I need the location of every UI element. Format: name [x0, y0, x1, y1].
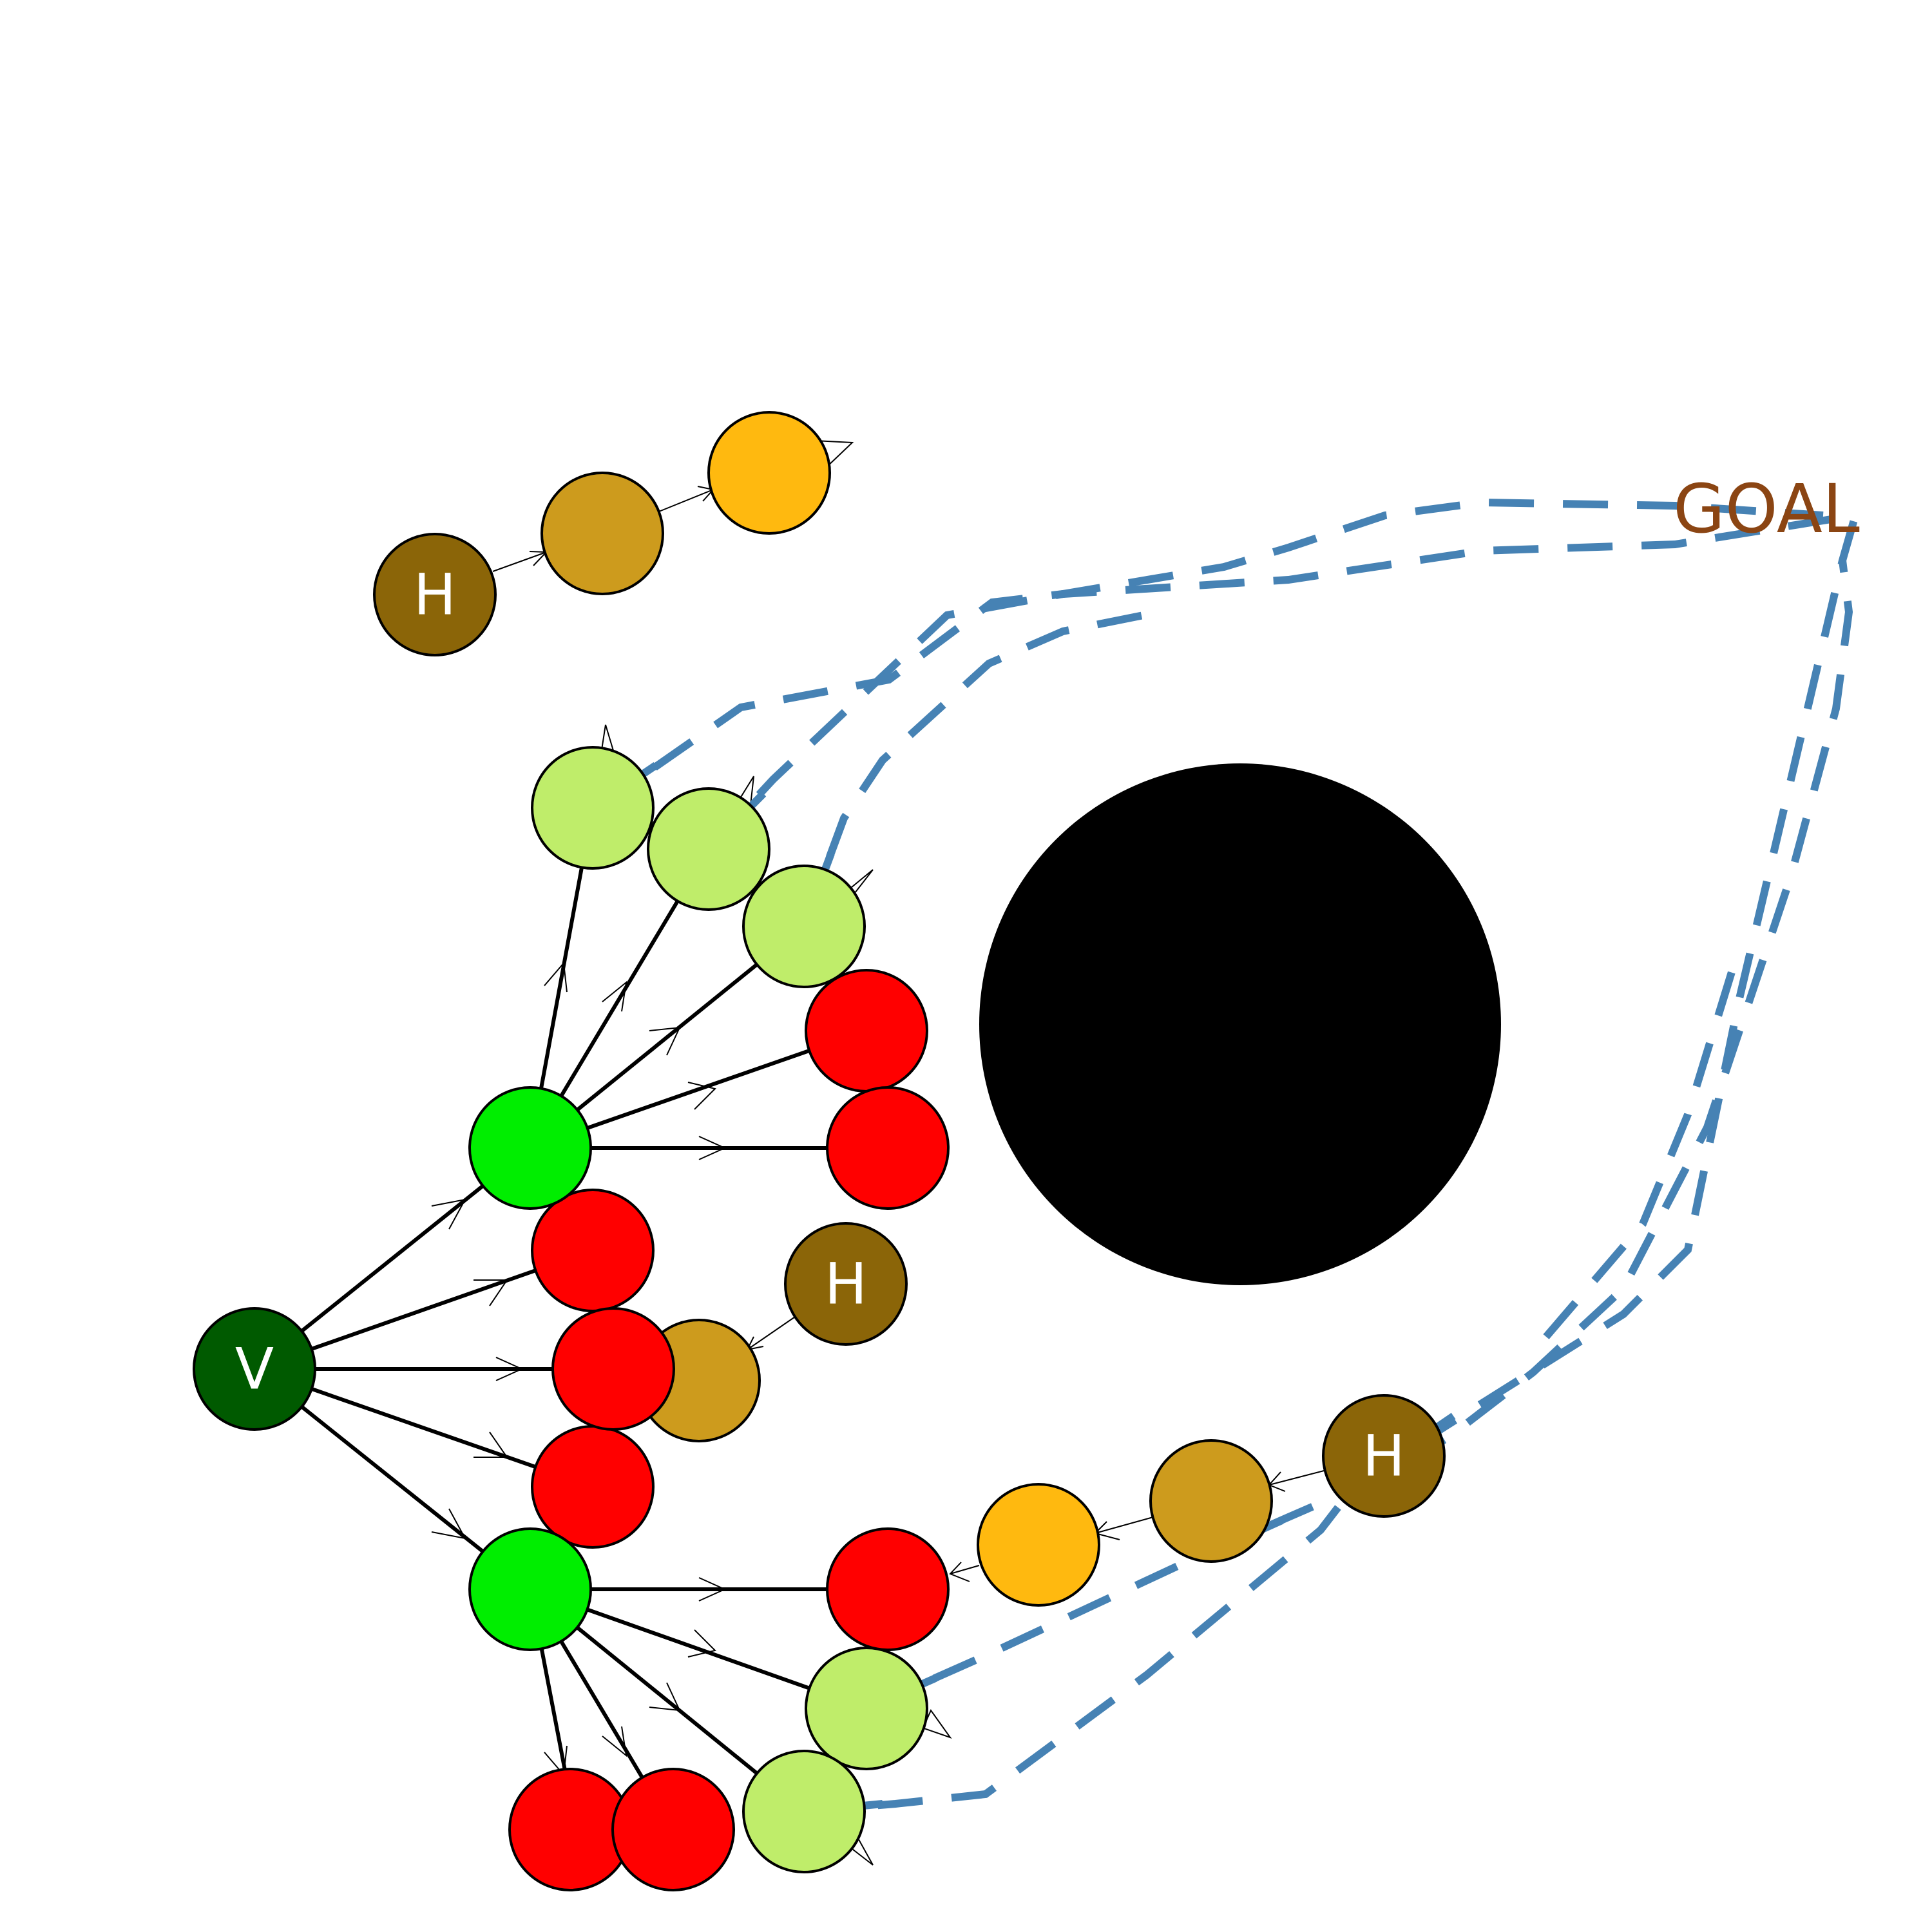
obstacle [979, 763, 1501, 1285]
edge-arrows [431, 961, 727, 1777]
collision-node [805, 969, 928, 1093]
expanded-node [468, 1527, 592, 1651]
human-node-label: H [825, 1251, 867, 1317]
collision-node [531, 1425, 655, 1549]
human-trail-dot [540, 472, 664, 595]
expanded-node [468, 1086, 592, 1210]
vehicle-node [193, 1307, 316, 1431]
collision-node [826, 1086, 950, 1210]
human-trail-dot [707, 411, 831, 535]
candidate-node [531, 746, 655, 870]
candidate-paths [590, 498, 1861, 1815]
human-trail-top [492, 440, 854, 572]
human-node-label: H [414, 562, 456, 628]
human-node [1322, 1394, 1446, 1518]
goal-label: GOAL [1673, 470, 1860, 548]
collision-node [611, 1768, 735, 1891]
human-trail-dot [1149, 1439, 1273, 1563]
vehicle-node-label: V [235, 1336, 274, 1402]
candidate-node [647, 787, 770, 911]
candidate-node [742, 1750, 866, 1873]
human-node [373, 533, 497, 656]
candidate-node [805, 1647, 928, 1770]
collision-node [531, 1189, 655, 1312]
collision-node [551, 1307, 675, 1431]
human-node-label: H [1363, 1423, 1405, 1489]
human-trail-bottom [746, 1314, 1325, 1582]
candidate-node [742, 865, 866, 988]
human-node [784, 1222, 908, 1346]
collision-node [826, 1527, 950, 1651]
human-trail-dot [977, 1483, 1100, 1607]
